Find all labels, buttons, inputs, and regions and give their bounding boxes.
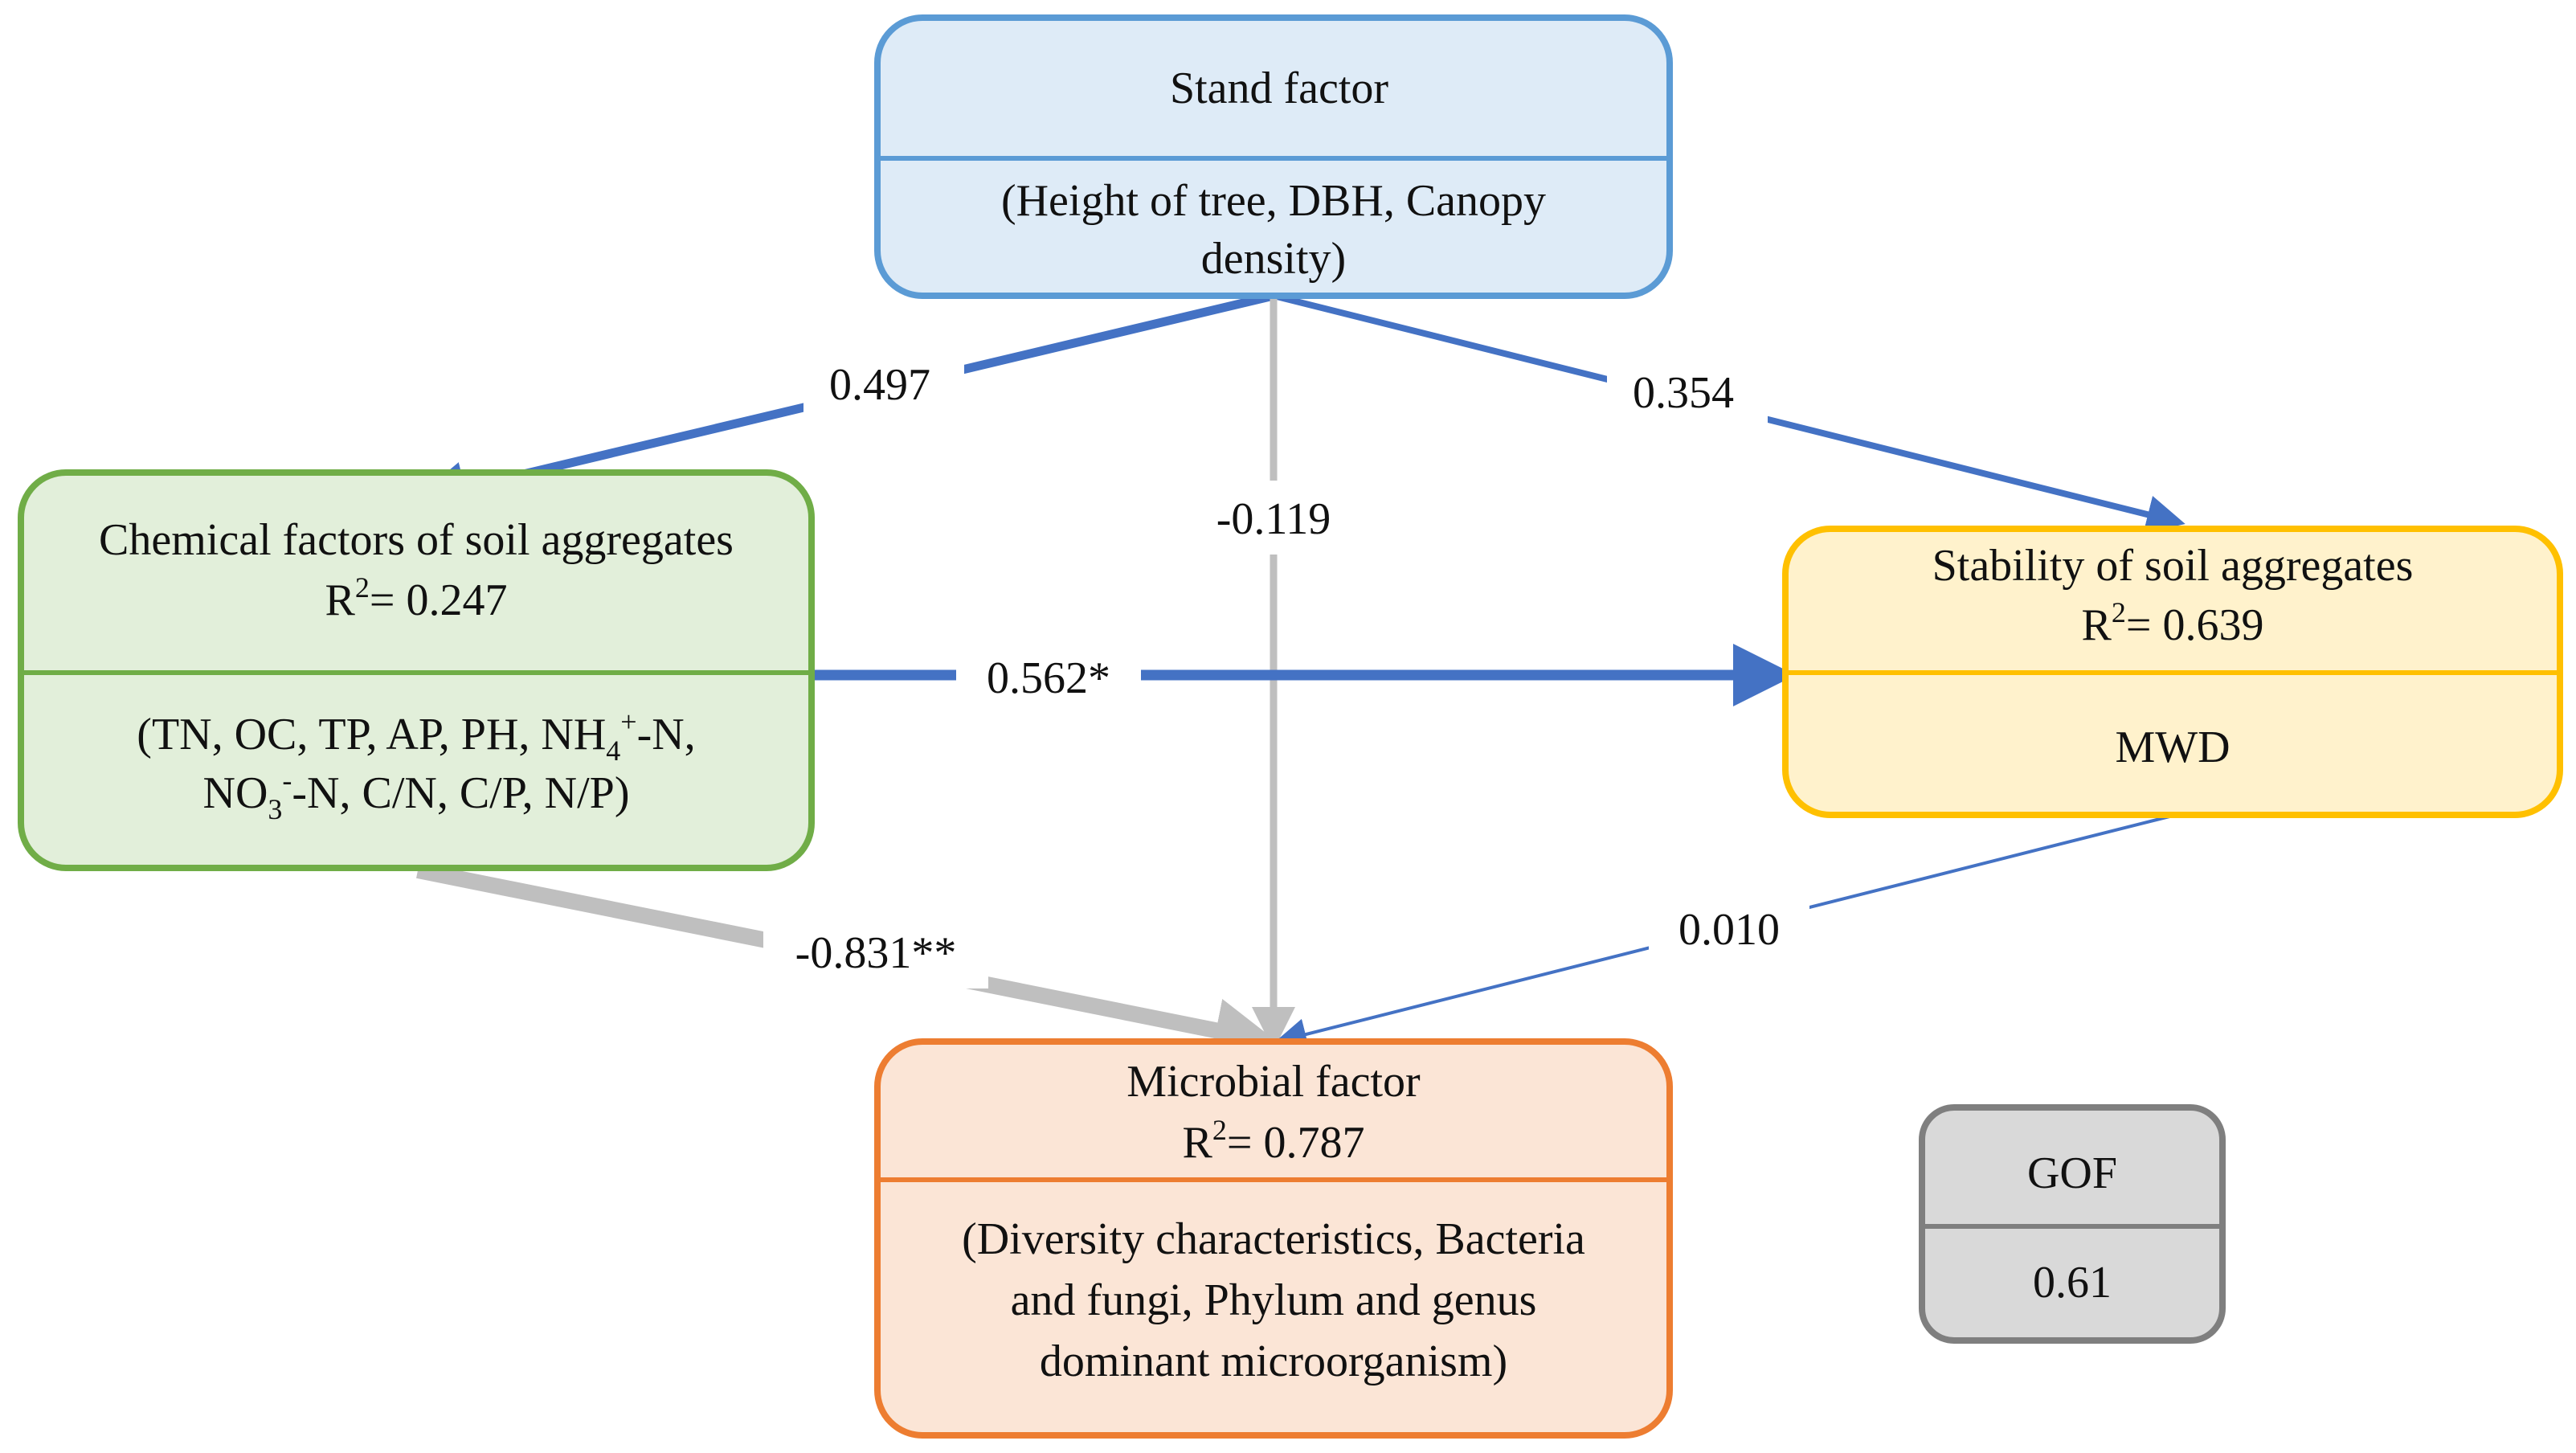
microbial-factor-r2: R2= 0.787 [1183,1114,1365,1168]
edge-chemical-to-microbial: -0.831** [416,862,1279,1062]
stability-title: Stability of soil aggregates [1932,541,2414,591]
edge-coefficient-chemical-microbial: -0.831** [795,928,957,978]
node-stability: Stability of soil aggregates R2= 0.639 M… [1782,526,2563,818]
edge-coefficient-chemical-stability: 0.562* [987,653,1110,703]
chemical-factors-body-line1: (TN, OC, TP, AP, PH, NH4+-N, [137,706,695,767]
node-stand-factor: Stand factor (Height of tree, DBH, Canop… [874,14,1673,299]
stand-factor-title: Stand factor [1170,63,1388,113]
edge-coefficient-stability-microbial: 0.010 [1678,905,1780,955]
edge-stand-to-chemical: 0.497 [413,291,1275,514]
edge-chemical-to-stability: 0.562* [812,636,1796,712]
edge-stand-to-microbial: -0.119 [1189,296,1358,1050]
stability-body: MWD [2115,722,2230,772]
stability-r2: R2= 0.639 [2082,596,2264,650]
microbial-factor-body-line2: and fungi, Phylum and genus [1011,1275,1537,1325]
edge-coefficient-stand-chemical: 0.497 [829,360,930,410]
gof-value: 0.61 [2033,1258,2112,1308]
chemical-factors-body-line2: NO3--N, C/N, C/P, N/P) [203,764,630,825]
chemical-factors-title: Chemical factors of soil aggregates [99,515,734,565]
edge-stability-to-microbial: 0.010 [1274,815,2170,1050]
edge-coefficient-stand-stability: 0.354 [1633,368,1734,418]
node-gof: GOF 0.61 [1919,1104,2226,1344]
edge-coefficient-stand-microbial: -0.119 [1216,494,1331,544]
edge-stand-to-stability: 0.354 [1273,293,2186,534]
microbial-factor-body-line1: (Diversity characteristics, Bacteria [962,1214,1585,1264]
stand-factor-body-line1: (Height of tree, DBH, Canopy [1001,176,1546,226]
gof-title: GOF [2027,1148,2117,1198]
node-microbial-factor: Microbial factor R2= 0.787 (Diversity ch… [874,1038,1673,1439]
microbial-factor-title: Microbial factor [1126,1057,1421,1107]
microbial-factor-body-line3: dominant microorganism) [1040,1336,1507,1386]
node-chemical-factors: Chemical factors of soil aggregates R2= … [18,469,815,871]
chemical-factors-r2: R2= 0.247 [325,571,508,625]
stand-factor-body-line2: density) [1201,234,1346,284]
